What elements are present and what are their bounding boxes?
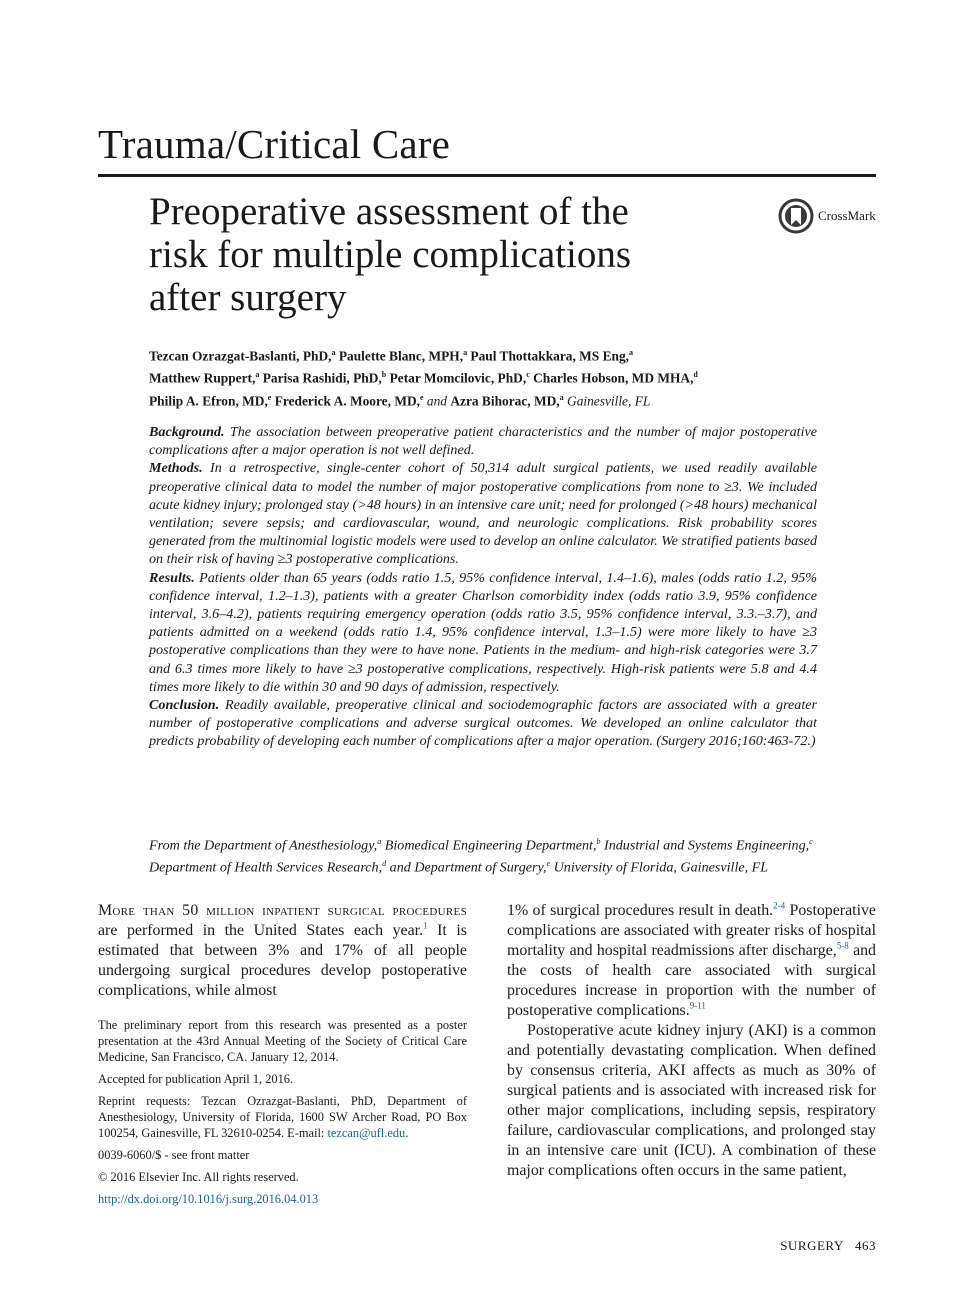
abstract-heading: Methods. <box>149 460 203 477</box>
affiliation-mark: d <box>382 859 387 869</box>
affiliation-text: From the Department of Anesthesiology, <box>149 837 378 854</box>
body-paragraph: More than 50 million inpatient surgical … <box>98 901 467 1001</box>
citation-link[interactable]: 1 <box>423 920 428 931</box>
affiliation-mark: d <box>693 370 698 380</box>
title-line: risk for multiple complications <box>149 233 631 276</box>
author-name: Azra Bihorac, MD, <box>450 393 560 409</box>
affiliation-mark: c <box>526 370 530 380</box>
abstract-methods: Methods. In a retrospective, single-cent… <box>149 459 817 568</box>
footnote-accepted: Accepted for publication April 1, 2016. <box>98 1072 294 1086</box>
affiliation-text: Biomedical Engineering Department, <box>381 837 597 854</box>
page-number: 463 <box>855 1238 876 1253</box>
author-list: Tezcan Ozrazgat-Baslanti, PhD,a Paulette… <box>149 343 889 410</box>
abstract-heading: Results. <box>149 569 195 586</box>
affiliation-text: and Department of Surgery, <box>386 859 547 876</box>
author-name: Frederick A. Moore, MD, <box>271 393 420 409</box>
abstract-conclusion: Conclusion. Readily available, preoperat… <box>149 696 817 751</box>
author-line: Philip A. Efron, MD,e Frederick A. Moore… <box>149 388 889 410</box>
abstract-background: Background. The association between preo… <box>149 423 817 459</box>
body-text: and the costs of health care associated … <box>507 942 877 1019</box>
crossmark-icon <box>778 198 814 234</box>
affiliation-mark: a <box>255 370 260 380</box>
body-text: Postoperative complications are associat… <box>507 902 876 959</box>
body-column-right: 1% of surgical procedures result in deat… <box>507 901 876 1181</box>
affiliation-mark: a <box>377 837 382 846</box>
abstract-text: The association between preoperative pat… <box>149 424 817 459</box>
affiliation-mark: e <box>267 392 272 402</box>
section-rule <box>98 174 876 177</box>
affiliation-mark: b <box>381 370 387 380</box>
title-line: Preoperative assessment of the <box>149 190 629 233</box>
affiliation-mark: a <box>331 348 336 357</box>
citation-link[interactable]: 9-11 <box>689 1000 706 1011</box>
doi-link[interactable]: http://dx.doi.org/10.1016/j.surg.2016.04… <box>98 1192 319 1206</box>
abstract-results: Results. Patients older than 65 years (o… <box>149 569 817 696</box>
title-line: after surgery <box>149 276 347 319</box>
body-text: 1% of surgical procedures result in deat… <box>507 902 774 919</box>
author-name: Paulette Blanc, MPH, <box>335 348 464 364</box>
section-heading: Trauma/Critical Care <box>98 121 451 167</box>
body-paragraph: Postoperative acute kidney injury (AKI) … <box>507 1022 876 1179</box>
affiliation-mark: c <box>809 837 813 846</box>
body-text: are performed in the United States each … <box>98 922 424 939</box>
affiliations: From the Department of Anesthesiology,a … <box>149 833 817 877</box>
affiliation-mark: a <box>463 348 468 357</box>
footnote-reprint: Reprint requests: Tezcan Ozrazgat-Baslan… <box>98 1093 467 1141</box>
affiliation-mark: b <box>596 837 601 846</box>
page-footer: SURGERY 463 <box>760 1238 876 1254</box>
affiliation-text: Department of Health Services Research, <box>149 859 383 876</box>
author-name: Parisa Rashidi, PhD, <box>259 370 382 386</box>
footnotes: The preliminary report from this researc… <box>98 1017 467 1213</box>
abstract-heading: Background. <box>149 424 225 440</box>
footnote-text: Reprint requests: Tezcan Ozrazgat-Baslan… <box>98 1094 467 1140</box>
email-link[interactable]: tezcan@ufl.edu <box>327 1126 406 1140</box>
affiliation-mark: e <box>546 859 551 869</box>
author-line: Tezcan Ozrazgat-Baslanti, PhD,a Paulette… <box>149 343 889 365</box>
abstract-heading: Conclusion. <box>149 697 220 714</box>
author-location: Gainesville, FL <box>563 393 651 409</box>
abstract-text: Patients older than 65 years (odds ratio… <box>149 569 817 695</box>
body-column-left: More than 50 million inpatient surgical … <box>98 901 467 1001</box>
author-name: Matthew Ruppert, <box>149 370 256 386</box>
journal-name: SURGERY <box>780 1238 844 1253</box>
crossmark-badge[interactable]: CrossMark <box>778 196 878 236</box>
footnote-presentation: The preliminary report from this researc… <box>98 1018 467 1064</box>
author-name: Tezcan Ozrazgat-Baslanti, PhD, <box>149 348 332 364</box>
author-line: Matthew Ruppert,a Parisa Rashidi, PhD,b … <box>149 365 889 387</box>
abstract: Background. The association between preo… <box>149 423 817 751</box>
author-name: Paul Thottakkara, MS Eng, <box>467 348 630 364</box>
author-name: Petar Momcilovic, PhD, <box>386 370 527 386</box>
body-paragraph: 1% of surgical procedures result in deat… <box>507 901 876 1021</box>
affiliation-text: Industrial and Systems Engineering, <box>600 837 810 854</box>
footnote-copyright: © 2016 Elsevier Inc. All rights reserved… <box>98 1170 299 1184</box>
article-title: Preoperative assessment of the risk for … <box>149 190 749 319</box>
affiliation-text: University of Florida, Gainesville, FL <box>550 859 769 876</box>
citation-link[interactable]: 2-4 <box>773 900 786 911</box>
affiliation-mark: a <box>629 348 634 357</box>
affiliation-mark: e <box>419 392 424 402</box>
conjunction: and <box>423 393 451 409</box>
body-text: It is estimated that between 3% and 17% … <box>98 922 467 999</box>
abstract-text: Readily available, preoperative clinical… <box>149 697 817 750</box>
author-name: Charles Hobson, MD MHA, <box>529 370 694 386</box>
affiliation-mark: a <box>559 392 564 402</box>
author-name: Philip A. Efron, MD, <box>149 393 268 409</box>
footnote-text: . <box>405 1126 409 1140</box>
lead-in-text: More than 50 million inpatient surgical … <box>98 902 467 919</box>
citation-link[interactable]: 5-8 <box>836 940 849 951</box>
abstract-text: In a retrospective, single-center cohort… <box>149 460 817 568</box>
crossmark-label: CrossMark <box>818 208 876 223</box>
footnote-doi: http://dx.doi.org/10.1016/j.surg.2016.04… <box>98 1191 467 1207</box>
footnote-issn: 0039-6060/$ - see front matter <box>98 1148 250 1162</box>
